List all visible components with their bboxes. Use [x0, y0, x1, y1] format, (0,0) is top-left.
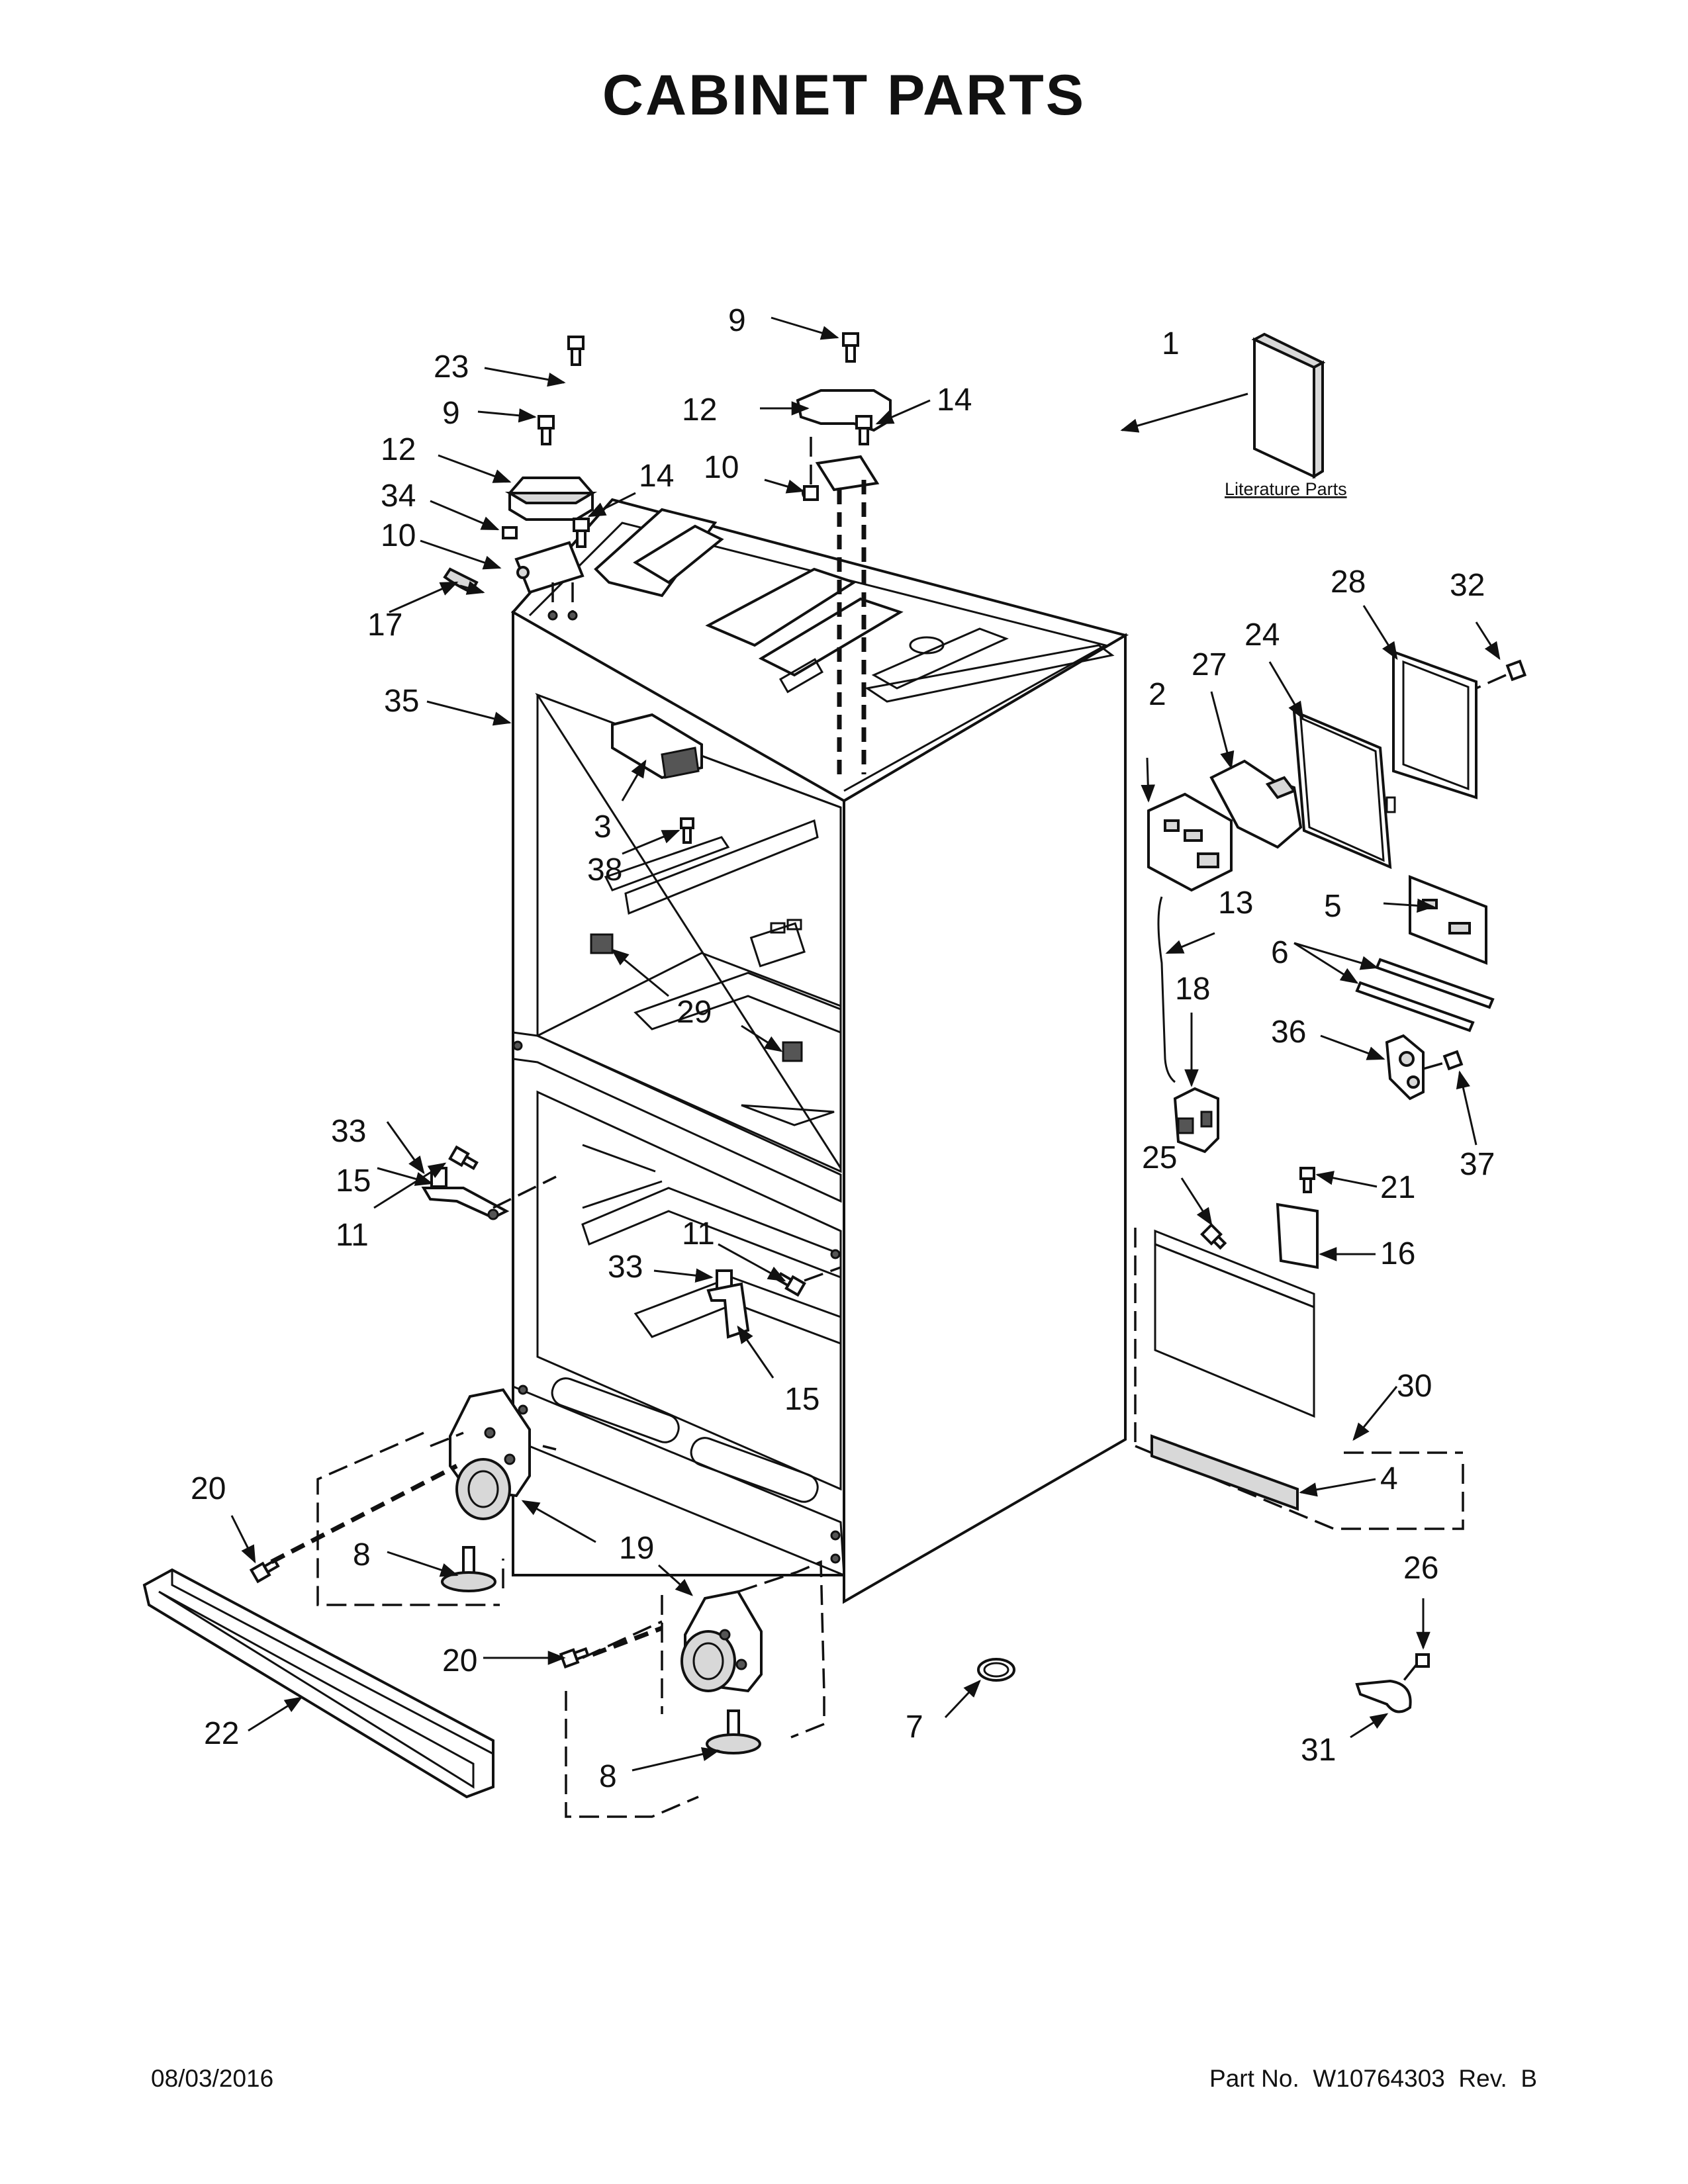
callout-15-left: 15 [336, 1163, 371, 1199]
hinge-top-left [504, 477, 598, 621]
callout-1: 1 [1162, 326, 1180, 361]
callout-21: 21 [1380, 1170, 1415, 1205]
clamp-31 [1355, 1653, 1430, 1713]
callout-26: 26 [1403, 1551, 1438, 1586]
callout-13: 13 [1218, 886, 1253, 921]
callout-34: 34 [381, 478, 416, 514]
strip-4 [1150, 1434, 1299, 1511]
callout-7: 7 [906, 1709, 923, 1745]
callout-9-left: 9 [442, 396, 460, 431]
roller-rear [680, 1590, 763, 1693]
control-board-2 [1147, 792, 1233, 892]
callout-22: 22 [204, 1716, 239, 1751]
page-title: CABINET PARTS [602, 64, 1086, 127]
callout-33-left: 33 [331, 1114, 366, 1149]
board-5 [1409, 875, 1487, 965]
callout-35: 35 [384, 684, 419, 719]
plate-16 [1276, 1167, 1319, 1269]
screw-20-left [249, 1558, 280, 1584]
leveler-8-right [706, 1709, 761, 1754]
screws [502, 332, 872, 844]
frame-28 [1385, 650, 1477, 813]
assembly-guides [270, 1432, 825, 1818]
callout-2: 2 [1149, 677, 1166, 712]
callout-17: 17 [367, 608, 402, 643]
callout-31: 31 [1301, 1733, 1336, 1768]
callout-8-left: 8 [353, 1537, 371, 1572]
callout-27: 27 [1192, 647, 1227, 682]
callout-36: 36 [1271, 1015, 1306, 1050]
callout-4: 4 [1380, 1461, 1398, 1496]
callout-33-right: 33 [608, 1250, 643, 1285]
callout-38: 38 [587, 852, 622, 887]
callout-12-right: 12 [682, 392, 717, 428]
callout-8-right: 8 [599, 1759, 617, 1794]
bracket-36 [1385, 1034, 1464, 1101]
callout-10-left: 10 [381, 518, 416, 553]
literature-parts-label: Literature Parts [1225, 479, 1347, 499]
leveler-8-left [441, 1546, 496, 1592]
literature-booklet [1251, 332, 1326, 479]
footer-date: 08/03/2016 [151, 2065, 274, 2092]
access-panel-30 [1134, 1228, 1464, 1530]
leader-lines [230, 316, 1501, 1772]
callout-29: 29 [677, 995, 712, 1030]
callout-23: 23 [434, 349, 469, 385]
callout-6: 6 [1271, 935, 1289, 970]
callout-5: 5 [1324, 889, 1342, 924]
callout-11-left: 11 [336, 1218, 369, 1253]
callout-18: 18 [1175, 972, 1210, 1007]
switch-18 [1173, 1087, 1219, 1154]
roller-front-left [449, 1388, 531, 1520]
cover-27 [1209, 759, 1303, 849]
callout-16: 16 [1380, 1236, 1415, 1271]
callout-14-left: 14 [639, 459, 674, 494]
grille-22 [142, 1568, 494, 1799]
callout-15-right: 15 [784, 1382, 820, 1417]
footer-part-number: Part No. W10764303 Rev. B [1209, 2065, 1537, 2092]
part-29-a [590, 933, 614, 954]
callout-19: 19 [619, 1531, 654, 1566]
callout-20-left: 20 [191, 1471, 226, 1506]
part-3-bracket [611, 713, 703, 780]
cabinet-body [510, 498, 1129, 1604]
callout-3: 3 [594, 809, 612, 844]
screw-25 [1200, 1223, 1227, 1250]
callout-28: 28 [1331, 565, 1366, 600]
strips-6 [1355, 958, 1495, 1032]
callout-numbers: 23 9 12 34 10 17 14 35 9 12 14 10 3 38 2… [191, 303, 1495, 1794]
panel-24 [1292, 709, 1392, 870]
callout-25: 25 [1142, 1140, 1177, 1175]
wire-13 [1157, 896, 1176, 1083]
callout-30: 30 [1397, 1369, 1432, 1404]
screw-32 [1476, 659, 1527, 690]
callout-20-right: 20 [442, 1643, 477, 1678]
callout-12-left: 12 [381, 432, 416, 467]
callout-37: 37 [1460, 1147, 1495, 1182]
callout-9-right: 9 [728, 303, 746, 338]
callout-32: 32 [1450, 568, 1485, 603]
part-29-b [782, 1041, 803, 1062]
callout-14-right: 14 [937, 383, 972, 418]
callout-24: 24 [1244, 617, 1280, 653]
callout-11-right: 11 [682, 1216, 715, 1251]
callout-10-right: 10 [704, 450, 739, 485]
